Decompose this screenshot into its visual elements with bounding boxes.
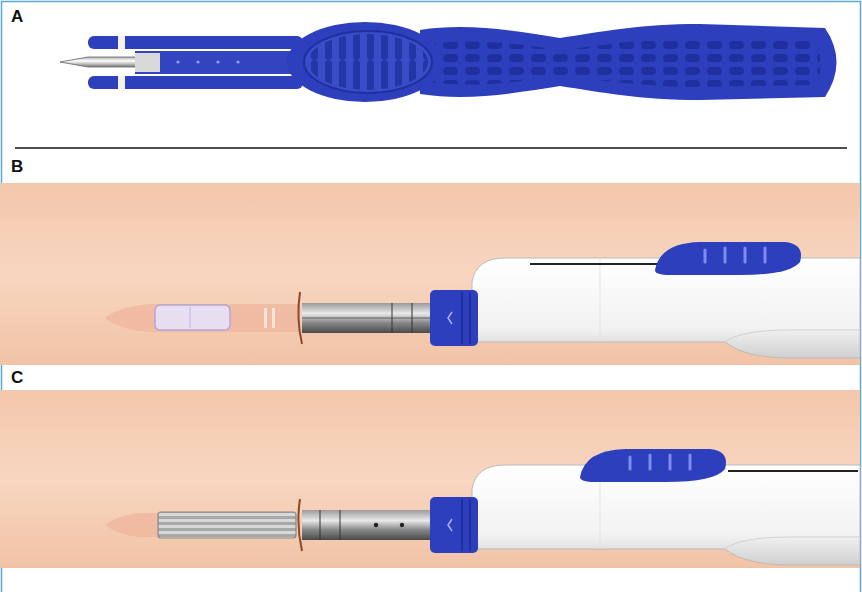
insertion-b bbox=[0, 183, 860, 365]
applicator-a bbox=[60, 22, 837, 102]
panel-label: B bbox=[11, 158, 23, 175]
panel-label: C bbox=[11, 369, 23, 386]
panel-label: A bbox=[11, 8, 23, 25]
release-c bbox=[0, 390, 860, 568]
